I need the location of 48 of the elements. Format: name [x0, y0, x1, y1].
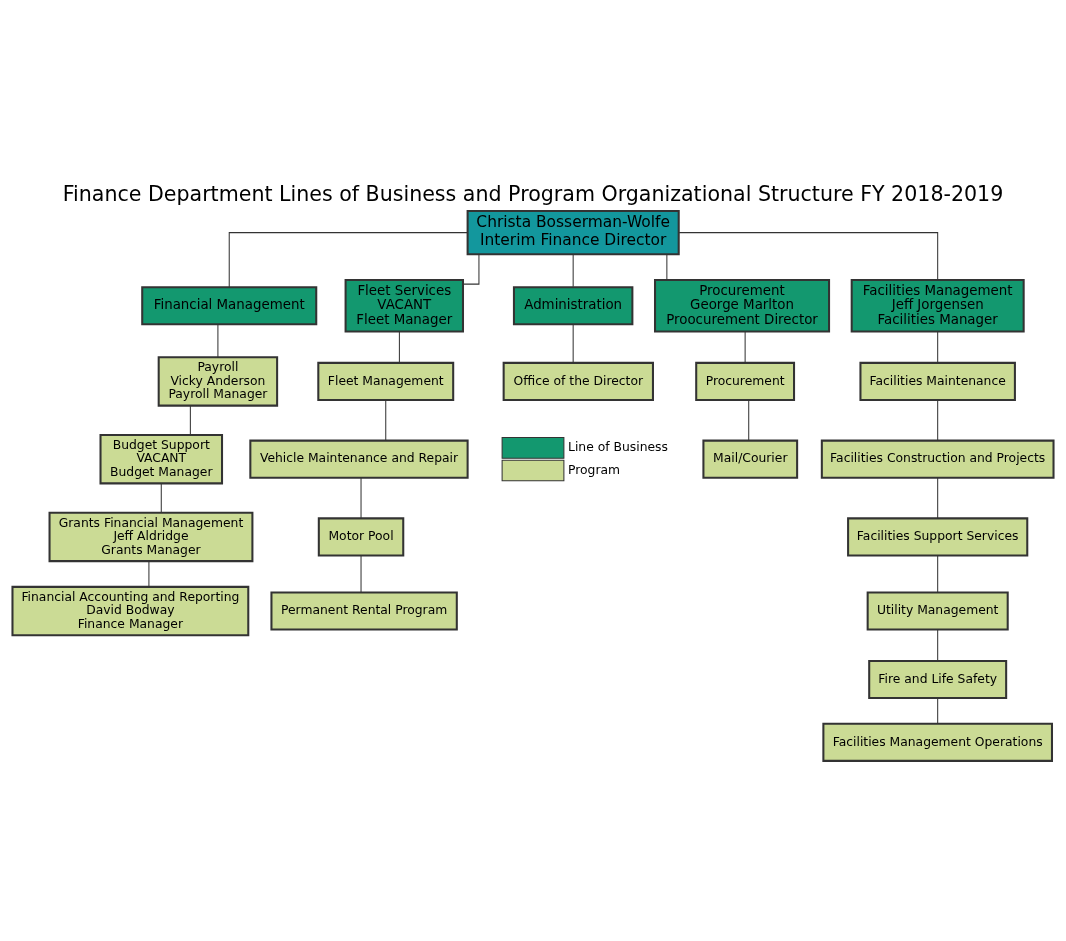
node-box: Grants Financial Management Jeff Aldridge Grants Manager — [48, 511, 254, 563]
node-box: Fleet Management — [317, 361, 455, 401]
node-box: Fire and Life Safety — [868, 659, 1008, 700]
connector — [937, 399, 939, 442]
node-box: Facilities Construction and Projects — [820, 439, 1055, 479]
node-box: Financial Accounting and Reporting David Bodway Finance Manager — [11, 585, 250, 637]
node-box: Fleet Services VACANT Fleet Manager — [344, 278, 464, 333]
node-box: Facilities Management Jeff Jorgensen Facilities Manager — [850, 278, 1025, 333]
node-box: Office of the Director — [502, 361, 654, 401]
connector — [937, 697, 939, 725]
node-box: Payroll Vicky Anderson Payroll Manager — [157, 356, 279, 407]
node-box: Facilities Support Services — [847, 517, 1029, 557]
node-box: Facilities Management Operations — [822, 722, 1053, 762]
node-box: Permanent Rental Program — [270, 591, 458, 631]
connector — [160, 483, 162, 513]
connector — [748, 399, 750, 442]
connector — [228, 232, 468, 288]
connector — [937, 331, 939, 363]
connector — [462, 253, 480, 285]
connector — [360, 477, 362, 519]
diagram-title: Finance Department Lines of Business and Program Organizational Structure FY 2018-2019 — [62, 181, 1004, 206]
node-box: Procurement — [695, 361, 796, 401]
node-box: Procurement George Marlton Proocurement Director — [654, 278, 831, 333]
node-box: Utility Management — [866, 591, 1009, 631]
legend-label: Program — [568, 462, 621, 477]
connector — [572, 254, 574, 288]
node-box: Mail/Courier — [702, 439, 799, 479]
connector — [148, 560, 150, 587]
legend-label: Line of Business — [568, 440, 668, 455]
connector — [937, 629, 939, 662]
connector — [572, 323, 574, 364]
connector — [360, 555, 362, 593]
connector — [937, 555, 939, 593]
connector — [744, 331, 746, 363]
connector — [666, 254, 668, 281]
node-box: Budget Support VACANT Budget Manager — [99, 433, 224, 485]
connector — [398, 331, 400, 363]
node-box: Christa Bosserman-Wolfe Interim Finance Director — [466, 210, 680, 256]
node-box: Administration — [512, 286, 634, 326]
node-box: Financial Management — [141, 286, 318, 326]
connector — [217, 323, 219, 358]
node-box: Facilities Maintenance — [859, 361, 1016, 401]
node-box: Vehicle Maintenance and Repair — [249, 439, 469, 479]
connector — [937, 477, 939, 519]
connector — [385, 399, 387, 442]
connector — [678, 232, 939, 281]
node-box: Motor Pool — [317, 517, 405, 557]
connector — [189, 405, 191, 436]
